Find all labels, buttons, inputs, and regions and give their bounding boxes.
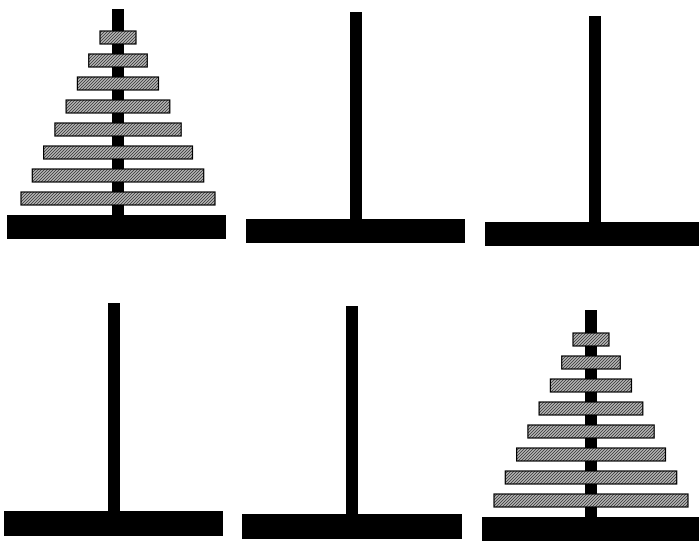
initial-state-row <box>7 9 699 246</box>
disk-8 <box>21 192 215 205</box>
peg-base <box>4 511 223 536</box>
peg-1 <box>7 9 226 239</box>
peg-1 <box>4 303 223 536</box>
disk-3 <box>550 379 631 392</box>
disk-1 <box>573 333 609 346</box>
disk-6 <box>517 448 666 461</box>
peg-rod <box>350 12 362 221</box>
final-state-row <box>4 303 699 541</box>
disk-4 <box>539 402 643 415</box>
peg-base <box>485 222 699 246</box>
peg-3 <box>482 310 699 541</box>
peg-rod <box>108 303 120 513</box>
disk-6 <box>44 146 193 159</box>
peg-rod <box>589 16 601 224</box>
disk-8 <box>494 494 688 507</box>
peg-2 <box>246 12 465 243</box>
disk-4 <box>66 100 170 113</box>
disk-3 <box>77 77 158 90</box>
peg-3 <box>485 16 699 246</box>
disk-7 <box>32 169 203 182</box>
disk-5 <box>55 123 181 136</box>
disk-5 <box>528 425 654 438</box>
peg-base <box>246 219 465 243</box>
peg-base <box>482 517 699 541</box>
peg-2 <box>242 306 462 539</box>
disk-1 <box>100 31 136 44</box>
peg-base <box>7 215 226 239</box>
peg-rod <box>346 306 358 516</box>
peg-base <box>242 514 462 539</box>
disk-7 <box>505 471 676 484</box>
disk-2 <box>562 356 621 369</box>
disk-2 <box>89 54 148 67</box>
